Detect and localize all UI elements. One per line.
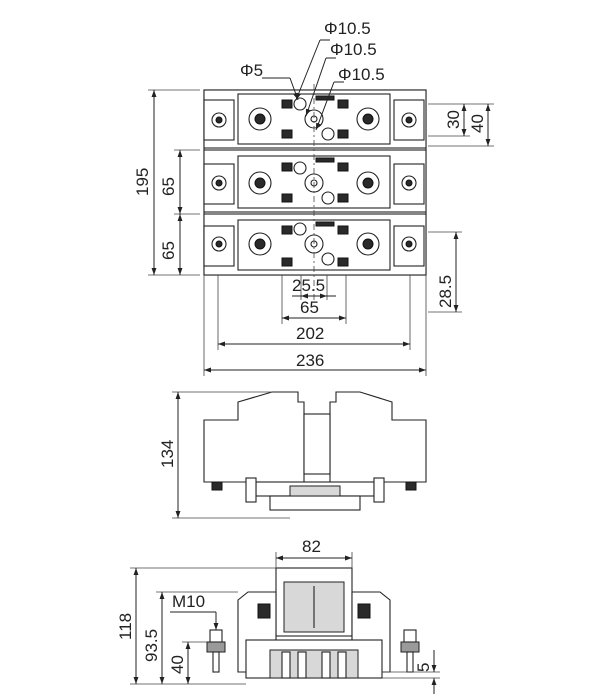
dim-25-5: 25.5: [292, 276, 325, 295]
unit-row-1: [203, 89, 427, 149]
dim-40-front: 40: [168, 655, 187, 674]
dim-30: 30: [444, 110, 463, 129]
unit-row-3: [203, 213, 427, 276]
dim-82: 82: [302, 537, 321, 556]
dim-134: 134: [158, 440, 177, 468]
left-bolt: [206, 629, 226, 673]
dim-phi10-a: Φ10.5: [324, 19, 371, 38]
dim-65-horizontal: 65: [300, 298, 319, 317]
dim-93-5: 93.5: [142, 629, 161, 662]
side-view: 134: [158, 391, 427, 519]
dim-65-lower: 65: [159, 241, 178, 260]
front-view: 82 M10 118 93.5 40 5: [116, 537, 440, 694]
right-bolt: [400, 629, 420, 673]
dim-5: 5: [414, 663, 433, 672]
dim-202: 202: [296, 324, 324, 343]
top-view: Φ5 Φ10.5 Φ10.5 Φ10.5 195 65 65 30 40 28.…: [133, 19, 494, 376]
dim-28-5: 28.5: [436, 275, 455, 308]
dim-65-upper: 65: [159, 177, 178, 196]
dim-236: 236: [296, 351, 324, 370]
dim-phi5: Φ5: [240, 61, 263, 80]
dim-phi10-b: Φ10.5: [330, 40, 377, 59]
dim-phi10-c: Φ10.5: [338, 65, 385, 84]
dim-40: 40: [468, 114, 487, 133]
dim-118: 118: [116, 613, 135, 640]
dim-195: 195: [133, 168, 152, 196]
dim-m10: M10: [172, 592, 205, 611]
unit-row-2: [203, 149, 427, 213]
